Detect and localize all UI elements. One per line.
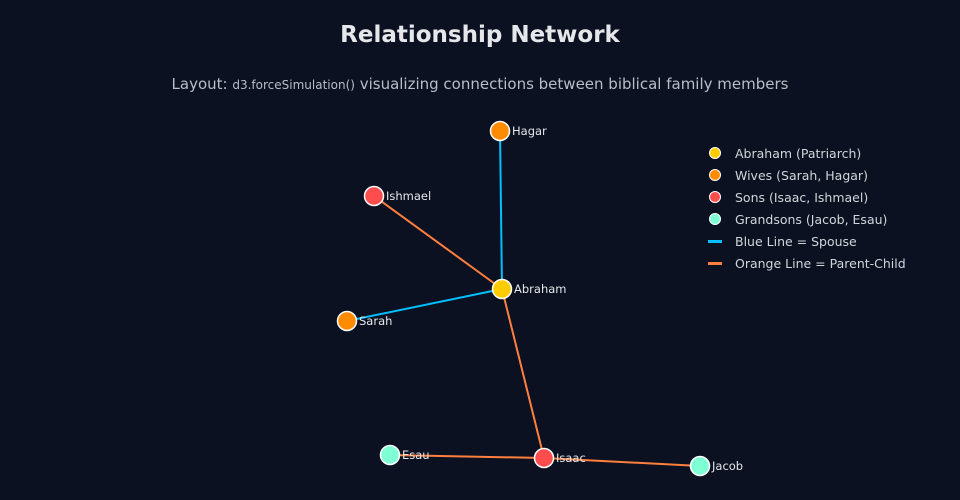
node-circle[interactable] bbox=[689, 455, 711, 477]
legend-item: Wives (Sarah, Hagar) bbox=[708, 164, 906, 186]
node-label: Abraham bbox=[514, 282, 566, 296]
legend-line-icon bbox=[708, 239, 722, 243]
legend-label: Wives (Sarah, Hagar) bbox=[735, 167, 868, 183]
subtitle-suffix: visualizing connections between biblical… bbox=[354, 75, 789, 93]
legend-item: Abraham (Patriarch) bbox=[708, 142, 906, 164]
legend-dot-icon bbox=[709, 147, 721, 159]
node-circle[interactable] bbox=[363, 185, 385, 207]
node-ishmael[interactable]: Ishmael bbox=[363, 185, 432, 207]
node-label: Esau bbox=[402, 448, 430, 462]
node-circle[interactable] bbox=[336, 310, 358, 332]
node-label: Isaac bbox=[556, 451, 586, 465]
legend-item: Sons (Isaac, Ishmael) bbox=[708, 186, 906, 208]
legend-item: Blue Line = Spouse bbox=[708, 230, 906, 252]
subtitle-prefix: Layout: bbox=[171, 75, 233, 93]
legend-line-icon bbox=[708, 261, 722, 265]
legend-label: Abraham (Patriarch) bbox=[735, 145, 862, 161]
node-sarah[interactable]: Sarah bbox=[336, 310, 393, 332]
subtitle: Layout: d3.forceSimulation() visualizing… bbox=[0, 75, 960, 93]
legend-label: Orange Line = Parent-Child bbox=[735, 255, 906, 271]
legend-dot-icon bbox=[709, 191, 721, 203]
node-circle[interactable] bbox=[489, 120, 511, 142]
node-circle[interactable] bbox=[533, 447, 555, 469]
link-abraham-ishmael bbox=[373, 195, 503, 290]
node-label: Sarah bbox=[359, 314, 392, 328]
subtitle-code: d3.forceSimulation() bbox=[232, 78, 355, 92]
legend-label: Grandsons (Jacob, Esau) bbox=[735, 211, 888, 227]
node-label: Hagar bbox=[512, 124, 547, 138]
legend: Abraham (Patriarch) Wives (Sarah, Hagar)… bbox=[708, 142, 906, 274]
link-abraham-sarah bbox=[346, 288, 503, 322]
page-title: Relationship Network bbox=[340, 22, 620, 48]
legend-label: Blue Line = Spouse bbox=[735, 233, 857, 249]
link-isaac-jacob bbox=[543, 457, 701, 467]
node-esau[interactable]: Esau bbox=[379, 444, 430, 466]
link-isaac-esau bbox=[389, 454, 545, 459]
node-label: Jacob bbox=[711, 459, 743, 473]
node-hagar[interactable]: Hagar bbox=[489, 120, 548, 142]
link-abraham-isaac bbox=[501, 288, 545, 459]
node-jacob[interactable]: Jacob bbox=[689, 455, 744, 477]
node-label: Ishmael bbox=[386, 189, 431, 203]
legend-item: Orange Line = Parent-Child bbox=[708, 252, 906, 274]
node-circle[interactable] bbox=[379, 444, 401, 466]
node-abraham[interactable]: Abraham bbox=[491, 278, 567, 300]
legend-item: Grandsons (Jacob, Esau) bbox=[708, 208, 906, 230]
legend-dot-icon bbox=[709, 169, 721, 181]
legend-label: Sons (Isaac, Ishmael) bbox=[735, 189, 869, 205]
link-abraham-hagar bbox=[499, 130, 503, 290]
node-isaac[interactable]: Isaac bbox=[533, 447, 586, 469]
legend-dot-icon bbox=[709, 213, 721, 225]
node-circle[interactable] bbox=[491, 278, 513, 300]
